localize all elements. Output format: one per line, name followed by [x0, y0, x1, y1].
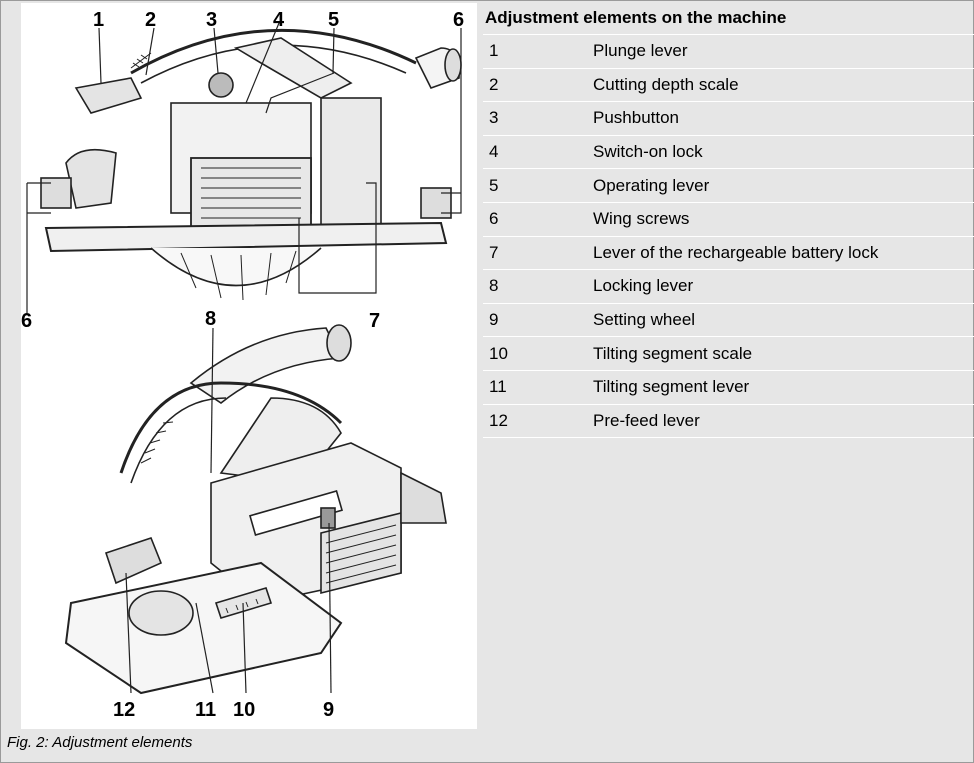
row-label: Wing screws [593, 209, 690, 229]
meister-wordmark [248, 489, 344, 537]
callout-4: 4 [273, 9, 285, 31]
row-number: 11 [489, 377, 507, 397]
saw-illustration: 1 2 3 4 5 6 6 7 8 9 10 11 12 [21, 9, 464, 721]
callout-7: 7 [369, 310, 380, 332]
row-number: 6 [489, 209, 499, 229]
callout-2: 2 [145, 9, 156, 31]
row-label: Cutting depth scale [593, 74, 739, 94]
table-row: 7 Lever of the rechargeable battery lock [483, 237, 974, 271]
row-label: Locking lever [593, 276, 694, 296]
row-number: 5 [489, 175, 499, 195]
plunge-saw-perspective-view [64, 324, 447, 695]
row-number: 9 [489, 310, 499, 330]
row-number: 8 [489, 276, 499, 296]
row-number: 10 [489, 343, 508, 363]
callout-9: 9 [323, 699, 334, 721]
table-row: 9 Setting wheel [483, 304, 974, 338]
callout-10: 10 [233, 699, 255, 721]
row-label: Setting wheel [593, 310, 696, 330]
callout-5: 5 [328, 9, 339, 31]
row-label: Operating lever [593, 175, 710, 195]
figure-panel: 1 2 3 4 5 6 6 7 8 9 10 11 12 [21, 3, 477, 729]
row-number: 3 [489, 108, 499, 128]
row-label: Lever of the rechargeable battery lock [593, 242, 879, 262]
callout-6-left: 6 [21, 310, 32, 332]
row-number: 4 [489, 142, 499, 162]
row-number: 2 [489, 74, 499, 94]
table-row: 12 Pre-feed lever [483, 405, 974, 439]
row-number: 1 [489, 41, 499, 61]
table-row: 6 Wing screws [483, 203, 974, 237]
callout-11: 11 [195, 699, 216, 721]
callouts: 1 2 3 4 5 6 6 7 8 9 10 11 12 [21, 9, 464, 721]
callout-3: 3 [206, 9, 217, 31]
table-row: 3 Pushbutton [483, 102, 974, 136]
row-label: Tilting segment lever [593, 377, 750, 397]
row-number: 12 [489, 410, 508, 430]
row-number: 7 [489, 242, 499, 262]
row-label: Pushbutton [593, 108, 680, 128]
table-row: 10 Tilting segment scale [483, 337, 974, 371]
table-row: 8 Locking lever [483, 270, 974, 304]
table-row: 4 Switch-on lock [483, 136, 974, 170]
callout-8: 8 [205, 308, 216, 330]
plunge-saw-side-view [26, 22, 462, 313]
adjustment-elements-table: Adjustment elements on the machine 1 Plun… [483, 1, 974, 439]
table-body: 1 Plunge lever 2 Cutting depth scale 3 Pushbu… [483, 35, 974, 439]
table-row: 5 Operating lever [483, 169, 974, 203]
table-row: 11 Tilting segment lever [483, 371, 974, 405]
callout-12: 12 [113, 699, 135, 721]
table-row: 1 Plunge lever [483, 35, 974, 69]
row-label: Switch-on lock [593, 142, 703, 162]
row-label: Tilting segment scale [593, 343, 753, 363]
figure-caption: Fig. 2: Adjustment elements [7, 734, 193, 751]
callout-1: 1 [93, 9, 104, 31]
row-label: Pre-feed lever [593, 410, 700, 430]
callout-6-right: 6 [453, 9, 464, 31]
row-label: Plunge lever [593, 41, 688, 61]
table-row: 2 Cutting depth scale [483, 69, 974, 103]
table-header: Adjustment elements on the machine [483, 1, 974, 35]
